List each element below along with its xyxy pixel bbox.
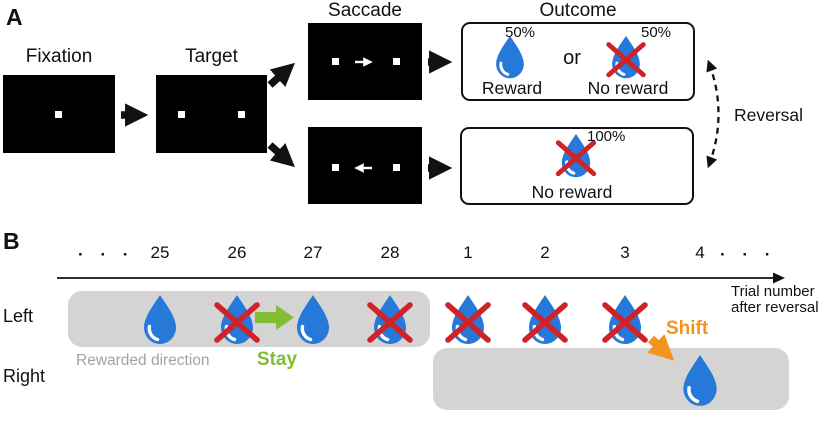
fixation-dot <box>55 111 62 118</box>
saccade-title: Saccade <box>328 0 402 21</box>
no-reward-percent: 50% <box>641 24 672 41</box>
rewarded-direction-band-right <box>433 348 789 410</box>
no-reward-crossed-drop-icon <box>214 294 260 346</box>
target-to-saccade-up-arrow <box>267 62 295 88</box>
trial-axis-caption: Trial number after reversal <box>731 284 819 315</box>
reward-water-drop-icon <box>492 35 528 80</box>
saccade-right-dot-right <box>393 58 400 65</box>
trial-axis-caption-line1: Trial number <box>731 283 815 300</box>
saccade-screen-right <box>308 23 422 100</box>
reversal-double-arrow <box>706 59 720 169</box>
reward-water-drop-icon <box>140 294 180 346</box>
trial-number: 1 <box>463 243 473 262</box>
stay-label: Stay <box>256 349 298 370</box>
saccade-left-dot-left <box>332 164 339 171</box>
fixation-screen <box>3 75 115 153</box>
left-row-label: Left <box>3 306 34 326</box>
trial-ellipsis-right: · · · <box>720 245 777 264</box>
trial-number: 28 <box>380 243 400 262</box>
rewarded-direction-caption: Rewarded direction <box>76 352 210 369</box>
trial-axis-caption-line2: after reversal <box>731 298 819 316</box>
fixation-title: Fixation <box>25 46 93 67</box>
saccade-left-dot-right <box>393 164 400 171</box>
trial-number: 3 <box>620 243 630 262</box>
reward-percent: 50% <box>505 24 536 41</box>
target-to-saccade-down-arrow <box>267 142 295 168</box>
no-reward-100-label: No reward <box>531 182 613 202</box>
or-text: or <box>563 47 581 69</box>
reward-label: Reward <box>481 78 543 98</box>
trial-number: 4 <box>695 243 705 262</box>
no-reward-crossed-drop-icon <box>602 294 648 346</box>
right-row-label: Right <box>3 366 46 386</box>
outcome-title: Outcome <box>539 0 617 21</box>
trial-number: 2 <box>540 243 550 262</box>
saccade-screen-left <box>308 127 422 204</box>
no-reward-crossed-drop-icon <box>367 294 413 346</box>
target-title: Target <box>185 46 238 67</box>
target-screen <box>156 75 267 153</box>
trial-number: 25 <box>150 243 170 262</box>
no-reward-crossed-drop-icon <box>445 294 491 346</box>
panel-b-label: B <box>3 228 20 254</box>
no-reward-crossed-drop-icon <box>522 294 568 346</box>
reversal-label: Reversal <box>734 105 804 125</box>
reward-water-drop-icon <box>679 354 721 408</box>
reward-water-drop-icon <box>293 294 333 346</box>
no-reward-label: No reward <box>587 78 669 98</box>
panel-a-label: A <box>6 4 23 30</box>
trial-ellipsis-left: · · · <box>78 245 135 264</box>
trial-number: 27 <box>303 243 323 262</box>
no-reward-100-percent: 100% <box>587 128 626 145</box>
target-dot-right <box>238 111 245 118</box>
no-reward-crossed-drop-icon <box>555 133 597 179</box>
saccade-right-dot-left <box>332 58 339 65</box>
target-dot-left <box>178 111 185 118</box>
no-reward-crossed-drop-icon <box>606 35 646 80</box>
shift-label: Shift <box>666 318 709 339</box>
trial-number: 26 <box>227 243 247 262</box>
